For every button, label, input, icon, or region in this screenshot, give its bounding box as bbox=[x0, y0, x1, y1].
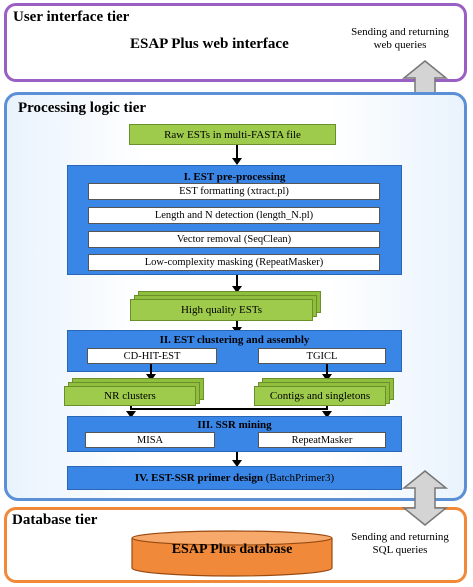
step-vector-removal: Vector removal (SeqClean) bbox=[88, 231, 380, 248]
step-low-complexity-masking: Low-complexity masking (RepeatMasker) bbox=[88, 254, 380, 271]
connector bbox=[236, 452, 238, 461]
arrow-down-icon bbox=[322, 374, 332, 381]
database-cylinder-icon bbox=[131, 530, 333, 577]
step-est-formatting: EST formatting (xtract.pl) bbox=[88, 183, 380, 200]
connector bbox=[326, 364, 328, 376]
database-label: ESAP Plus database bbox=[171, 542, 293, 557]
web-interface-label: ESAP Plus web interface bbox=[130, 36, 289, 52]
connector bbox=[236, 145, 238, 159]
arrow-down-icon bbox=[232, 460, 242, 467]
arrow-down-icon bbox=[322, 411, 332, 418]
high-quality-ests: High quality ESTs bbox=[130, 299, 313, 321]
tool-misa: MISA bbox=[85, 432, 215, 448]
connector bbox=[236, 321, 238, 329]
user-interface-tier-title: User interface tier bbox=[13, 9, 130, 25]
processing-logic-tier-title: Processing logic tier bbox=[18, 100, 147, 116]
sql-queries-note: Sending and returning SQL queries bbox=[351, 531, 449, 556]
connector bbox=[130, 408, 328, 410]
web-queries-note: Sending and returning web queries bbox=[351, 26, 449, 51]
stage-2-title: II. EST clustering and assembly bbox=[159, 334, 310, 346]
arrow-down-icon bbox=[146, 374, 156, 381]
stage-4-title: IV. EST-SSR primer design bbox=[134, 472, 263, 484]
database-tier-title: Database tier bbox=[12, 512, 98, 528]
nr-clusters: NR clusters bbox=[64, 386, 196, 406]
arrow-down-icon bbox=[232, 158, 242, 165]
stage-4-tool: (BatchPrimer3) bbox=[262, 472, 335, 484]
user-interface-tier bbox=[4, 3, 467, 82]
arrow-down-icon bbox=[126, 411, 136, 418]
stage-3-title: III. SSR mining bbox=[197, 419, 272, 431]
tool-tgicl: TGICL bbox=[258, 348, 386, 364]
tool-repeatmasker: RepeatMasker bbox=[258, 432, 386, 448]
tool-cd-hit-est: CD-HIT-EST bbox=[87, 348, 217, 364]
stage-1-title: I. EST pre-processing bbox=[183, 171, 286, 183]
arrow-down-icon bbox=[232, 286, 242, 293]
step-length-n-detection: Length and N detection (length_N.pl) bbox=[88, 207, 380, 224]
raw-ests-input: Raw ESTs in multi-FASTA file bbox=[129, 124, 336, 145]
stage-primer-design: IV. EST-SSR primer design (BatchPrimer3) bbox=[67, 466, 402, 490]
sql-query-double-arrow-icon bbox=[402, 470, 448, 526]
connector bbox=[150, 364, 152, 376]
connector bbox=[236, 275, 238, 287]
contigs-and-singletons: Contigs and singletons bbox=[254, 386, 386, 406]
